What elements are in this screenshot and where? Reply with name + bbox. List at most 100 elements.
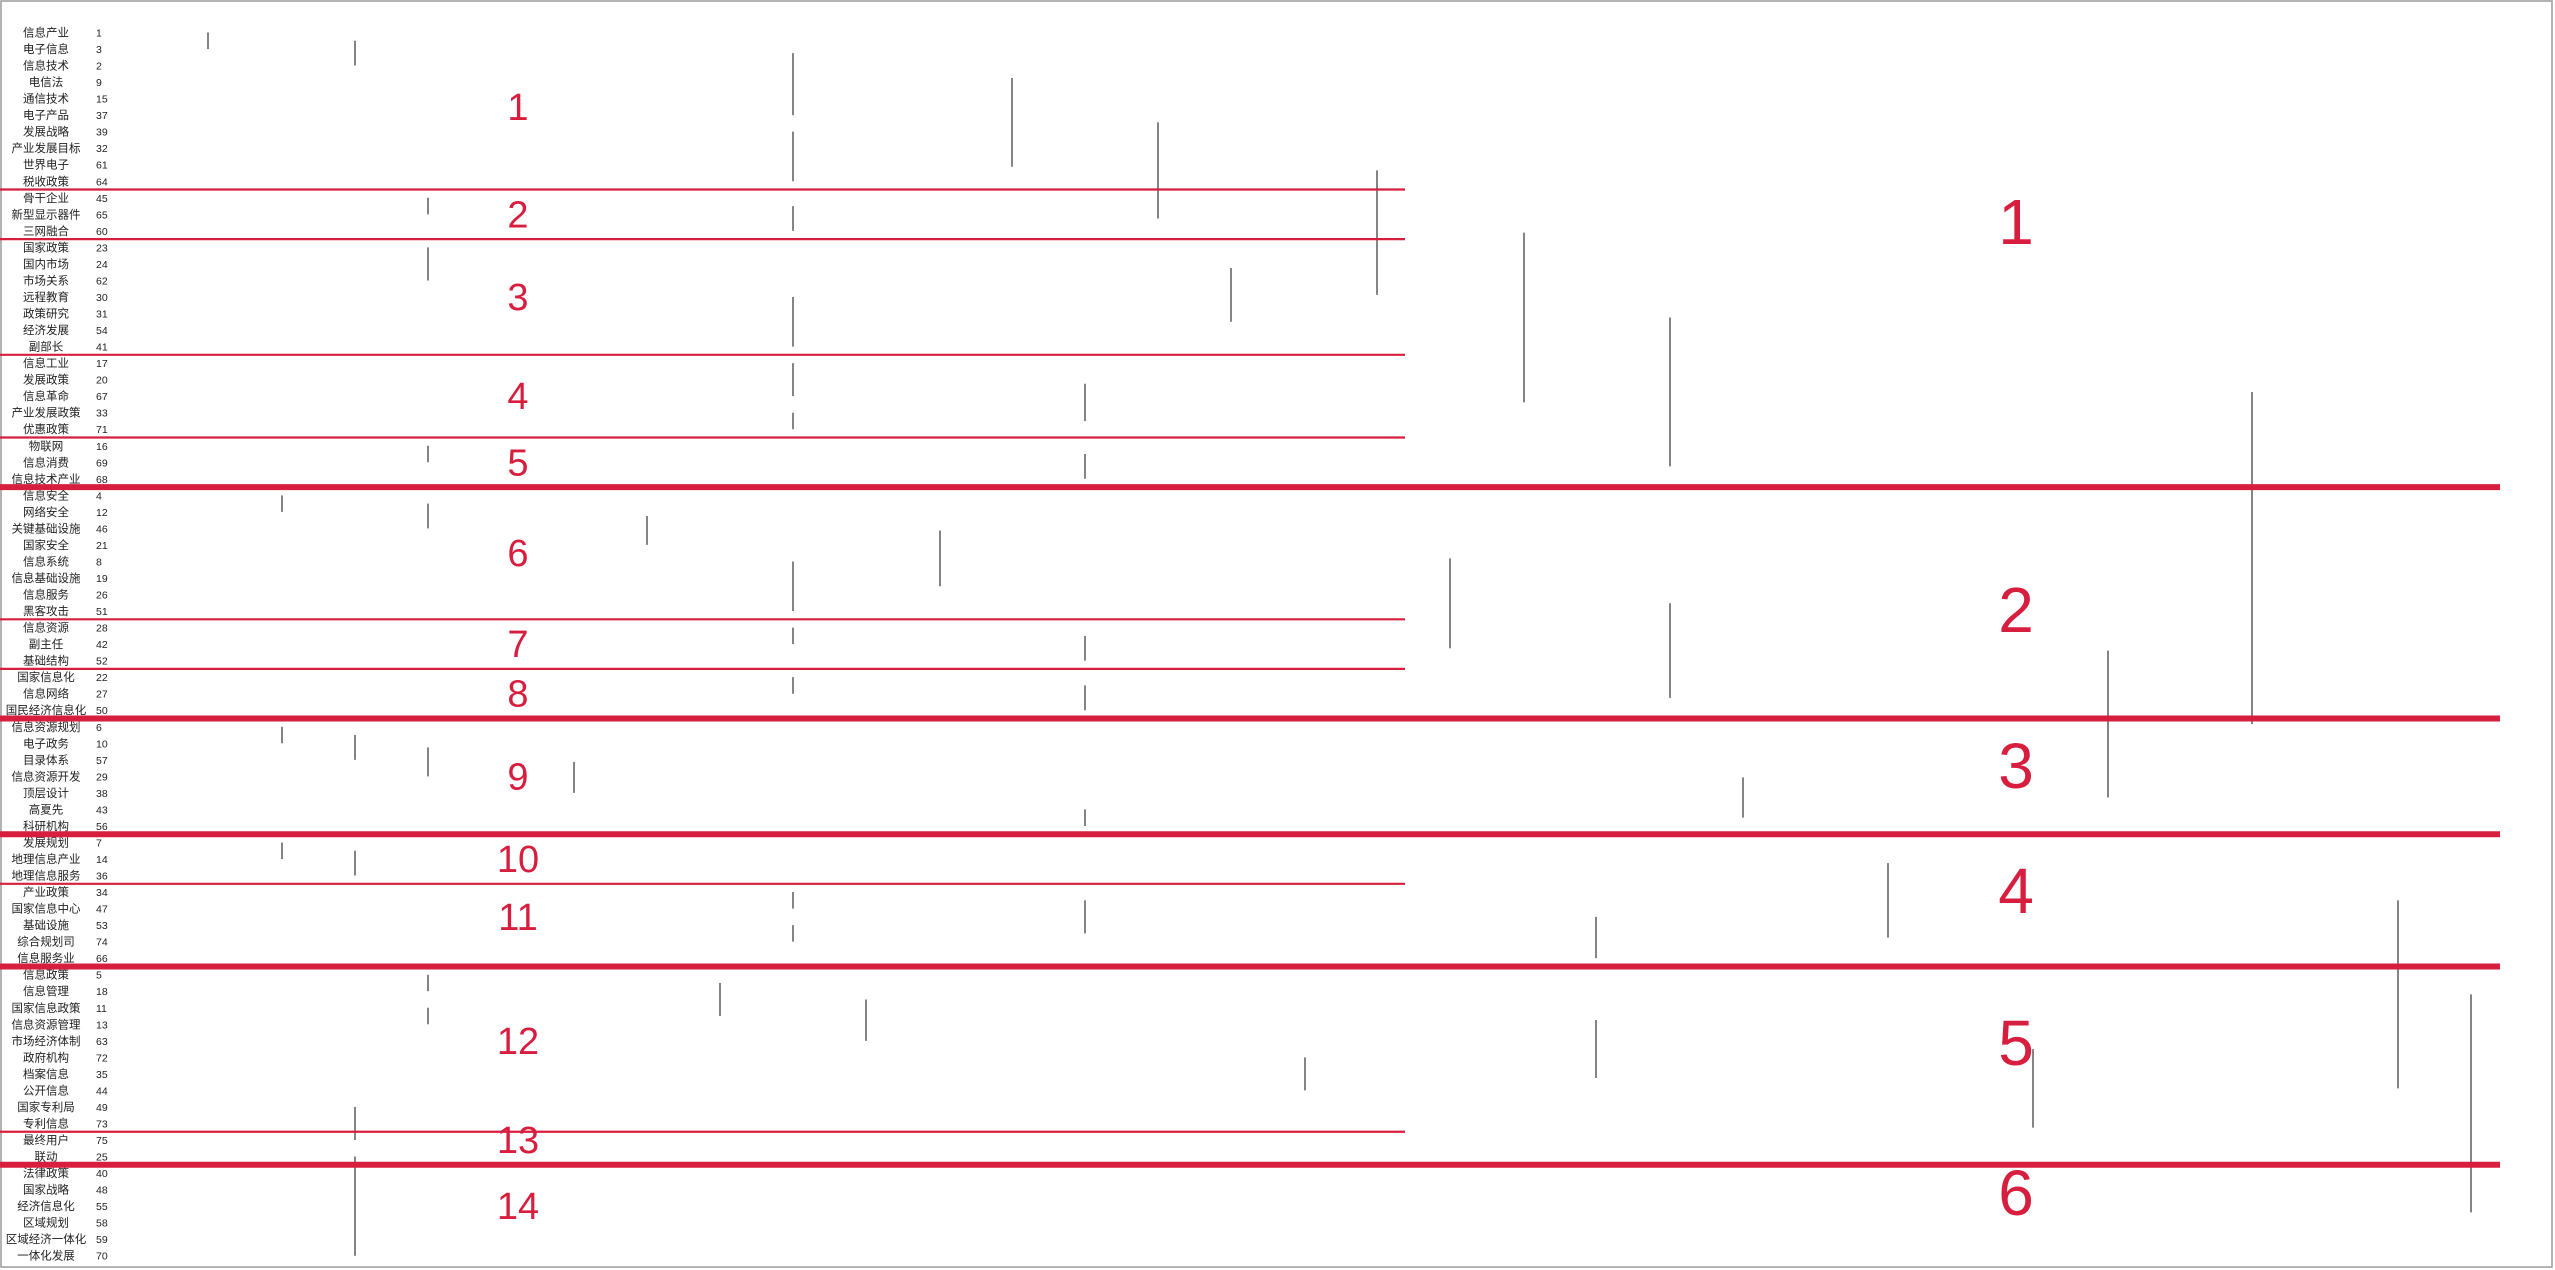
- leaf-number: 28: [96, 623, 108, 635]
- leaf-label: 信息管理: [23, 984, 69, 998]
- leaf-number: 9: [96, 77, 102, 89]
- leaf-number: 11: [96, 1003, 107, 1015]
- leaf-label: 副主任: [29, 638, 64, 651]
- leaf-number: 43: [96, 804, 108, 816]
- leaf-number: 34: [96, 887, 108, 899]
- leaf-label: 区域经济一体化: [6, 1232, 87, 1246]
- leaf-number: 16: [96, 441, 108, 453]
- cluster-number: 2: [1998, 574, 2034, 646]
- leaf-label: 国民经济信息化: [6, 703, 87, 717]
- group-number: 14: [497, 1186, 539, 1228]
- leaf-number: 5: [96, 970, 102, 982]
- leaf-label: 信息革命: [23, 389, 69, 403]
- leaf-number: 59: [96, 1234, 108, 1246]
- leaf-label: 综合规划司: [17, 935, 75, 949]
- leaf-number: 8: [96, 556, 102, 568]
- leaf-number: 21: [96, 540, 108, 552]
- leaf-number: 56: [96, 821, 108, 833]
- group-number: 11: [498, 897, 537, 939]
- leaf-number: 15: [96, 94, 108, 106]
- leaf-label: 国家专利局: [17, 1100, 75, 1114]
- leaf-label: 国家信息中心: [12, 902, 81, 916]
- leaf-number: 64: [96, 176, 108, 188]
- leaf-label: 信息政策: [23, 968, 69, 982]
- leaf-number: 12: [96, 507, 108, 519]
- group-number: 10: [497, 839, 539, 881]
- cluster-number: 6: [1998, 1157, 2034, 1229]
- leaf-number: 24: [96, 259, 108, 271]
- group-number: 6: [507, 533, 528, 575]
- leaf-label: 信息资源开发: [12, 769, 81, 783]
- leaf-label: 信息资源: [23, 621, 69, 635]
- leaf-number: 35: [96, 1069, 108, 1081]
- leaf-number: 41: [96, 342, 108, 354]
- leaf-label: 基础设施: [23, 919, 69, 932]
- leaf-label: 档案信息: [23, 1067, 69, 1081]
- leaf-label: 国家政策: [23, 240, 69, 254]
- leaf-number: 65: [96, 209, 108, 221]
- leaf-label: 通信技术: [23, 93, 69, 106]
- leaf-label: 政策研究: [23, 307, 69, 321]
- leaf-label: 新型显示器件: [12, 207, 81, 221]
- leaf-number: 46: [96, 523, 108, 535]
- leaf-number: 68: [96, 474, 108, 486]
- leaf-number: 22: [96, 672, 108, 684]
- leaf-number: 55: [96, 1201, 108, 1213]
- leaf-number: 29: [96, 771, 108, 783]
- leaf-number: 33: [96, 408, 108, 420]
- leaf-number: 13: [96, 1019, 108, 1031]
- leaf-number: 10: [96, 738, 108, 750]
- group-number: 5: [507, 442, 528, 484]
- leaf-label: 税收政策: [23, 174, 69, 188]
- leaf-label: 基础结构: [23, 654, 69, 668]
- leaf-label: 信息工业: [23, 356, 69, 370]
- leaf-label: 发展战略: [23, 125, 69, 139]
- leaf-number: 45: [96, 193, 108, 205]
- leaf-number: 20: [96, 375, 108, 387]
- leaf-label: 副部长: [29, 340, 64, 354]
- leaf-number: 72: [96, 1052, 108, 1064]
- leaf-number: 75: [96, 1135, 108, 1147]
- leaf-label: 最终用户: [23, 1133, 69, 1147]
- leaf-label: 区域规划: [23, 1216, 69, 1230]
- leaf-number: 31: [96, 309, 108, 321]
- leaf-label: 经济发展: [23, 323, 69, 337]
- leaf-label: 一体化发展: [17, 1249, 75, 1263]
- leaf-number: 51: [96, 606, 108, 618]
- leaf-number: 39: [96, 127, 108, 139]
- leaf-label: 信息基础设施: [12, 571, 81, 585]
- leaf-number: 73: [96, 1118, 108, 1130]
- leaf-label: 国家战略: [23, 1183, 69, 1197]
- leaf-label: 信息技术产业: [12, 472, 81, 486]
- leaf-label: 科研机构: [23, 819, 69, 833]
- leaf-label: 信息系统: [23, 554, 69, 568]
- leaf-label: 国家安全: [23, 538, 69, 552]
- leaf-label: 市场关系: [23, 273, 69, 287]
- leaf-label: 信息安全: [23, 488, 69, 502]
- leaf-number: 53: [96, 920, 108, 932]
- leaf-label: 国家信息化: [17, 670, 75, 684]
- dendrogram-links: [207, 32, 2472, 1256]
- leaf-label: 世界电子: [23, 159, 69, 172]
- leaf-number: 44: [96, 1085, 108, 1097]
- leaf-number: 23: [96, 242, 108, 254]
- leaf-number: 7: [96, 837, 102, 849]
- leaf-number: 42: [96, 639, 108, 651]
- leaf-label: 信息服务业: [17, 951, 75, 965]
- dendrogram-tree: [207, 32, 2472, 1256]
- leaf-label: 高夏先: [29, 802, 64, 816]
- leaf-label: 远程教育: [23, 290, 69, 304]
- leaf-label: 信息产业: [23, 26, 69, 40]
- leaf-label: 政府机构: [23, 1050, 69, 1064]
- leaf-label: 关键基础设施: [12, 521, 81, 535]
- leaf-number: 2: [96, 61, 102, 73]
- leaf-number: 26: [96, 590, 108, 602]
- cluster-dividers: [0, 188, 2500, 1168]
- group-number: 4: [507, 376, 528, 418]
- leaf-number: 17: [96, 358, 108, 370]
- group-number: 7: [507, 624, 528, 666]
